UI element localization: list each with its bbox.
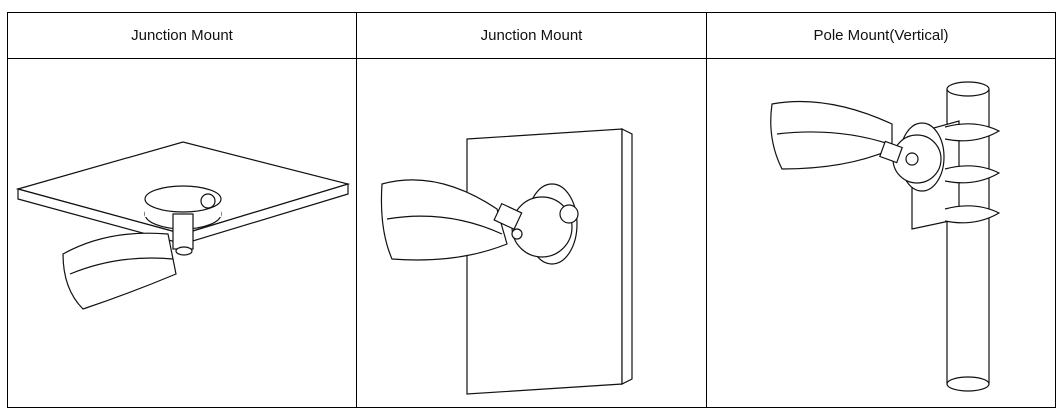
header-junction-mount-ceiling: Junction Mount — [7, 12, 357, 59]
pole-mount-illustration — [706, 58, 1056, 408]
header-pole-mount: Pole Mount(Vertical) — [706, 12, 1056, 59]
image-row — [7, 58, 1056, 408]
header-row: Junction Mount Junction Mount Pole Mount… — [7, 12, 1056, 59]
mount-types-table: Junction Mount Junction Mount Pole Mount… — [7, 12, 1056, 408]
ceiling-mount-illustration — [7, 58, 357, 408]
header-junction-mount-wall: Junction Mount — [356, 12, 707, 59]
wall-mount-illustration — [356, 58, 707, 408]
